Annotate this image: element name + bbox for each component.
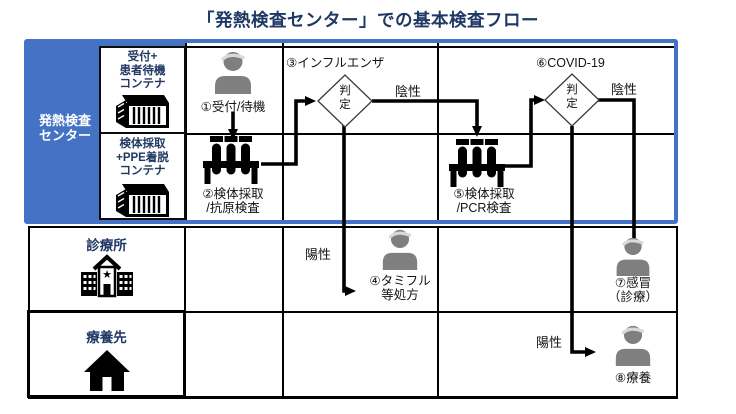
patient-person-icon bbox=[612, 236, 654, 276]
covid-positive-label: 陽性 bbox=[536, 335, 563, 350]
flu-decision-line1: 判 bbox=[339, 85, 351, 97]
covid-negative-label: 陰性 bbox=[611, 82, 638, 97]
clinic-building-icon: ★ bbox=[79, 254, 135, 298]
fever-center-label-line2: センター bbox=[38, 128, 91, 143]
flu-decision-line2: 定 bbox=[339, 98, 351, 111]
grid-line bbox=[28, 311, 678, 313]
step7-label-line2: （診療） bbox=[607, 290, 658, 304]
patient-person-icon bbox=[211, 50, 255, 94]
sampling-container-line3: コンテナ bbox=[119, 165, 166, 177]
patient-person-icon bbox=[612, 324, 654, 366]
test-tubes-icon bbox=[449, 139, 505, 187]
step4-label: ④タミフル 等処方 bbox=[352, 274, 448, 302]
grid-line bbox=[282, 43, 284, 220]
grid-line bbox=[28, 226, 678, 228]
step5-label-line1: ⑤検体採取 bbox=[453, 187, 515, 201]
reception-container-line3: コンテナ bbox=[119, 78, 166, 90]
reception-container-line1: 受付+ bbox=[127, 51, 158, 63]
step2-label-line1: ②検体採取 bbox=[202, 187, 264, 201]
covid-decision-line2: 定 bbox=[566, 97, 578, 110]
fever-center-frame bbox=[24, 39, 678, 224]
step7-label: ⑦感冒 （診療） bbox=[590, 276, 676, 304]
grid-line bbox=[186, 46, 674, 48]
flu-positive-label: 陽性 bbox=[305, 247, 332, 262]
grid-line bbox=[28, 396, 678, 399]
step2-label: ②検体採取 /抗原検査 bbox=[186, 187, 280, 215]
grid-line bbox=[437, 226, 439, 398]
grid-line bbox=[676, 226, 678, 398]
patient-person-icon bbox=[379, 228, 421, 270]
home-icon bbox=[84, 350, 130, 392]
flu-decision-label: 判 定 bbox=[331, 85, 359, 112]
step4-label-line2: 等処方 bbox=[381, 288, 419, 302]
step1-label: ①受付/待機 bbox=[200, 100, 266, 114]
flu-negative-label: 陰性 bbox=[395, 84, 422, 99]
step2-label-line2: /抗原検査 bbox=[206, 201, 260, 215]
fever-center-label-line1: 発熱検査 bbox=[38, 113, 91, 128]
step7-label-line1: ⑦感冒 bbox=[614, 276, 652, 290]
step5-label-line2: /PCR検査 bbox=[456, 201, 512, 215]
row-label-fever-center: 発熱検査 センター bbox=[28, 113, 102, 143]
step5-label: ⑤検体採取 /PCR検査 bbox=[436, 187, 532, 215]
covid-decision-line1: 判 bbox=[566, 84, 578, 96]
reception-container-line2: 患者待機 bbox=[119, 64, 166, 77]
grid-line bbox=[437, 43, 439, 220]
row-label-clinic: 診療所 bbox=[86, 238, 127, 253]
covid-decision-label: 判 定 bbox=[558, 84, 586, 111]
grid-line bbox=[100, 133, 674, 135]
sampling-container-line2: +PPE着脱 bbox=[116, 151, 169, 164]
row-label-recuperation: 療養先 bbox=[86, 330, 127, 345]
test-tubes-icon bbox=[203, 136, 259, 184]
page-title: 「発熱検査センター」での基本検査フロー bbox=[197, 10, 539, 30]
grid-line bbox=[282, 226, 284, 398]
container-icon bbox=[113, 94, 171, 130]
step6-title: ⑥COVID-19 bbox=[536, 56, 605, 70]
step3-title: ③インフルエンザ bbox=[286, 56, 385, 70]
svg-text:★: ★ bbox=[102, 269, 112, 281]
step4-label-line1: ④タミフル bbox=[369, 274, 431, 288]
sampling-container-line1: 検体採取 bbox=[119, 138, 166, 150]
step8-label: ⑧療養 bbox=[614, 371, 652, 385]
container-icon bbox=[113, 183, 171, 219]
